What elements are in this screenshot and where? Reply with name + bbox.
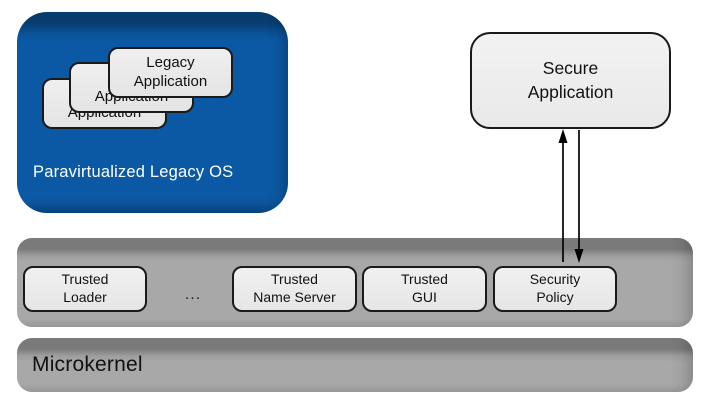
legacy-os-label: Paravirtualized Legacy OS: [33, 163, 234, 181]
microkernel-bar: Microkernel: [17, 338, 693, 392]
secure-application-label: Secure Application: [527, 57, 614, 102]
arrow-down: [574, 130, 584, 263]
trusted-name-server-box: Trusted Name Server: [232, 266, 357, 312]
trusted-loader-box: Trusted Loader: [23, 266, 147, 312]
trusted-name-server-label: Trusted Name Server: [253, 271, 336, 305]
trusted-gui-box: Trusted GUI: [362, 266, 487, 312]
ellipsis-label: ...: [184, 286, 202, 303]
trusted-gui-label: Trusted GUI: [401, 271, 448, 305]
trusted-loader-label: Trusted Loader: [61, 271, 109, 305]
legacy-application-label: Legacy Application: [133, 54, 208, 90]
secure-application-box: Secure Application: [470, 32, 671, 129]
legacy-os-block: Legacy Application Legacy Application Le…: [17, 12, 288, 213]
security-policy-label: Security Policy: [529, 271, 581, 305]
microkernel-label: Microkernel: [32, 353, 143, 376]
bidirectional-arrows: [558, 129, 584, 263]
trusted-services-bar: Trusted Loader ... Trusted Name Server T…: [17, 238, 693, 327]
legacy-application-card-front: Legacy Application: [108, 47, 233, 98]
arrow-up: [558, 129, 568, 262]
security-policy-box: Security Policy: [493, 266, 617, 312]
